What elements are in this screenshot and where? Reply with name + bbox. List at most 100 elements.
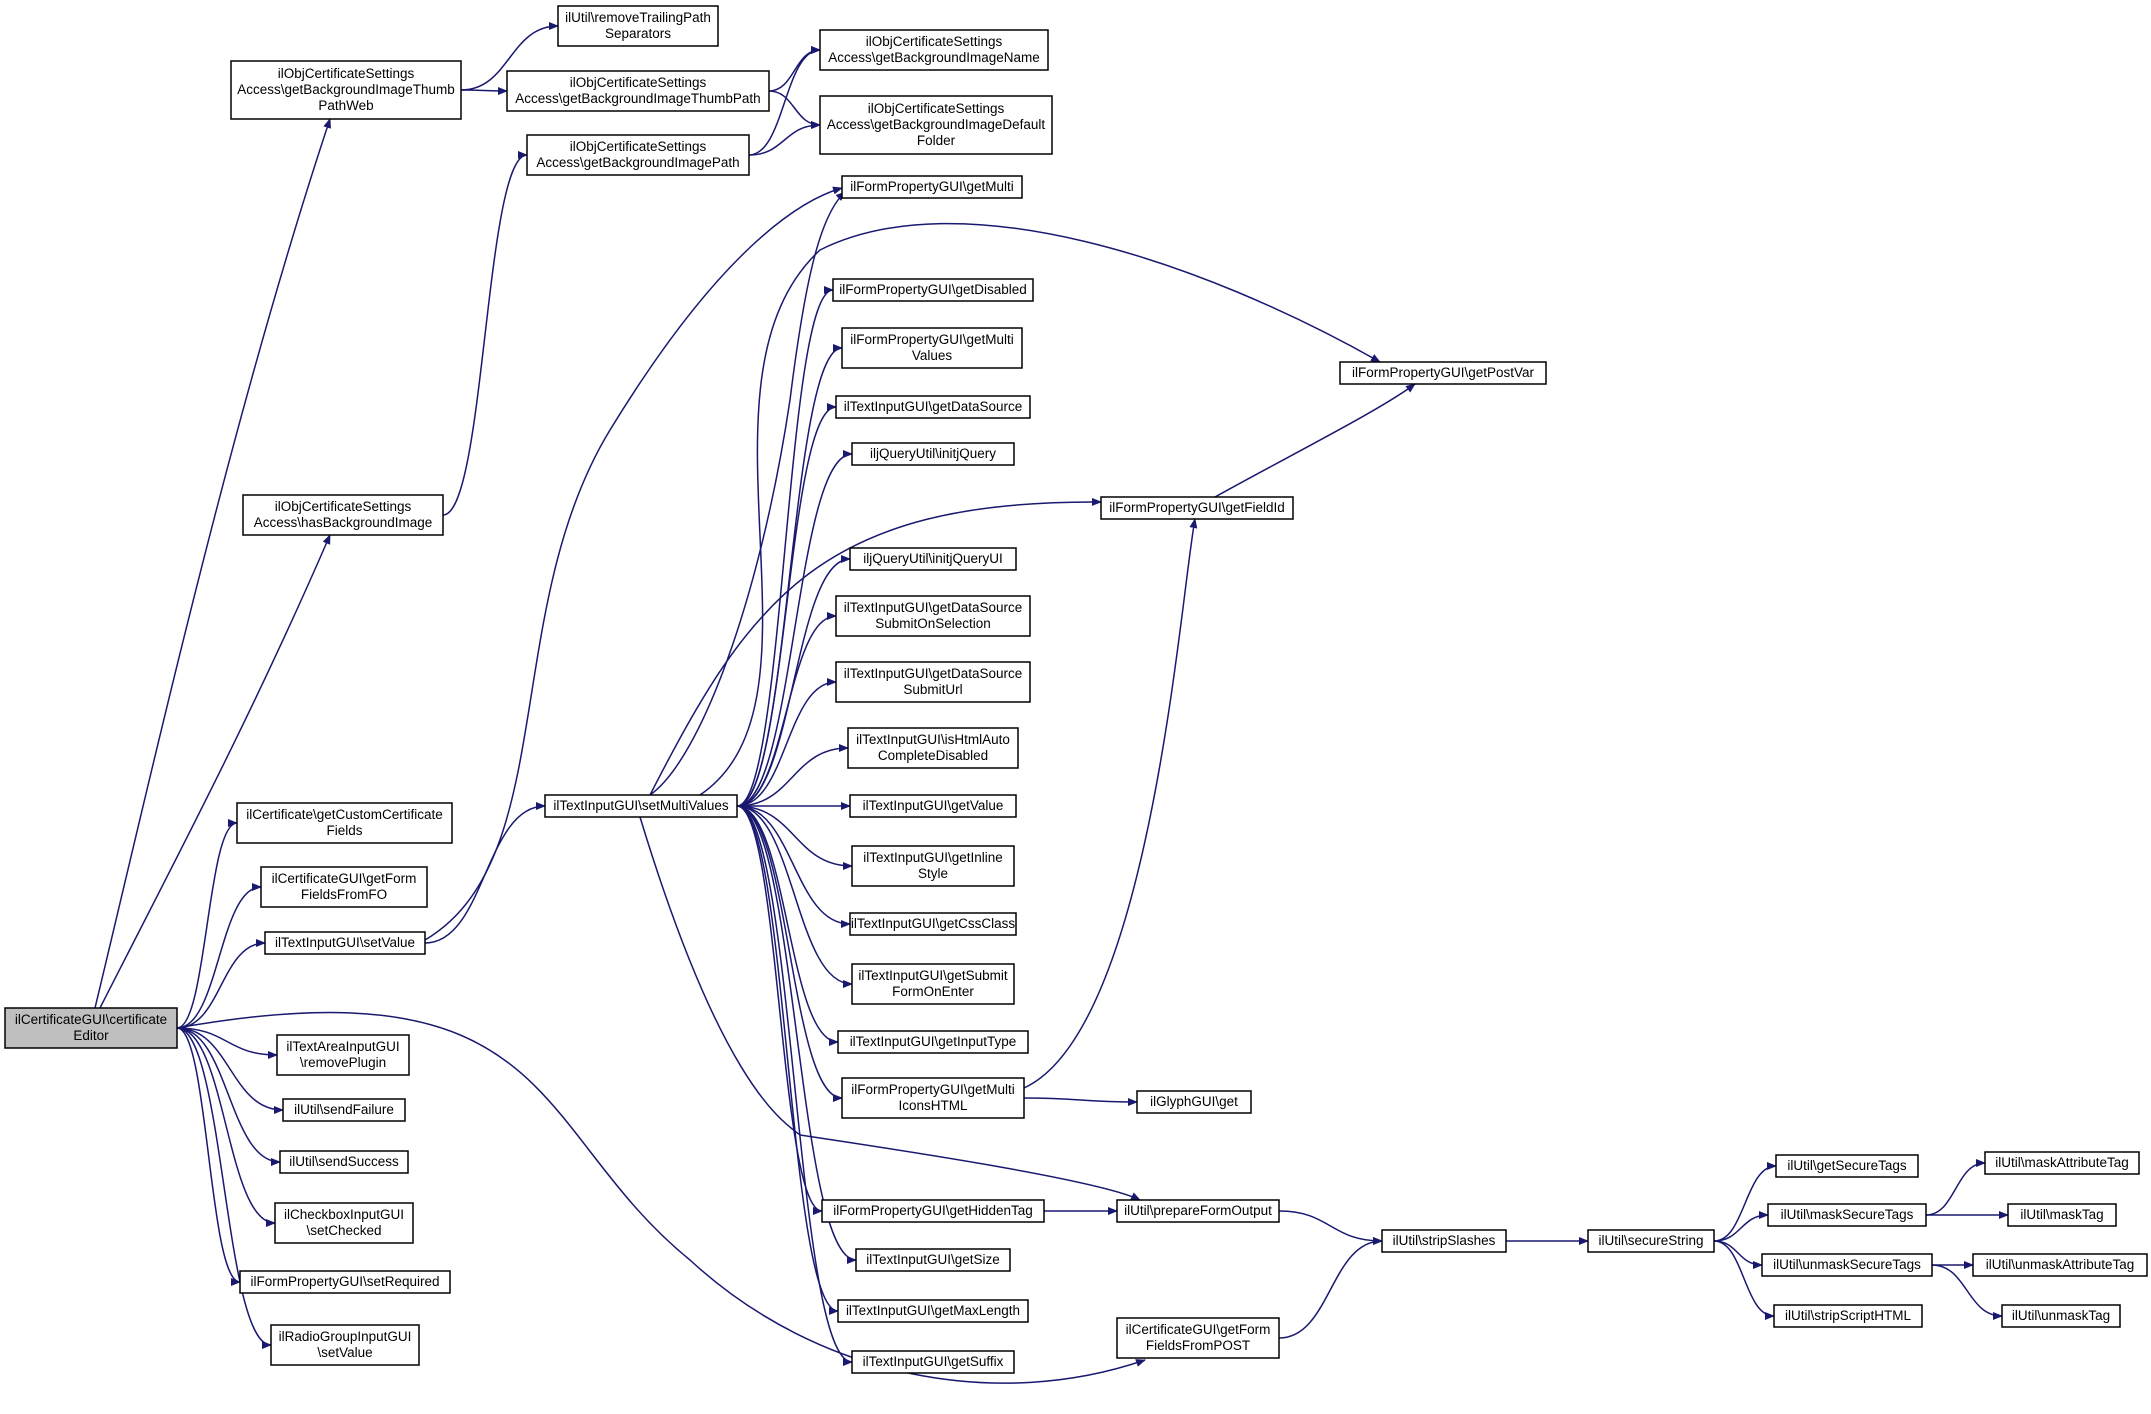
node-label: Fields <box>326 823 362 838</box>
node-label: ilObjCertificateSettings <box>868 101 1005 116</box>
edge-setMultiValues-to-getDataSource <box>736 403 837 807</box>
node-thumbPath[interactable]: ilObjCertificateSettingsAccess\getBackgr… <box>506 70 770 112</box>
node-hiddenTag[interactable]: ilFormPropertyGUI\getHiddenTag <box>821 1199 1045 1223</box>
node-unmaskSecureTags[interactable]: ilUtil\unmaskSecureTags <box>1761 1253 1933 1277</box>
node-glyphGet[interactable]: ilGlyphGUI\get <box>1136 1090 1252 1114</box>
node-label: Access\hasBackgroundImage <box>254 515 433 530</box>
edge-certificateEditor-to-taRemovePlugin <box>176 1027 278 1059</box>
node-box <box>832 278 1034 302</box>
node-radioSetValue[interactable]: ilRadioGroupInputGUI\setValue <box>270 1324 420 1366</box>
node-label: FormOnEnter <box>892 984 974 999</box>
node-sendFailure[interactable]: ilUtil\sendFailure <box>282 1098 406 1122</box>
node-box <box>260 866 428 908</box>
node-imageName[interactable]: ilObjCertificateSettingsAccess\getBackgr… <box>819 29 1049 71</box>
node-taRemovePlugin[interactable]: ilTextAreaInputGUI\removePlugin <box>276 1034 410 1076</box>
node-box <box>841 175 1023 199</box>
node-setMultiValues[interactable]: ilTextInputGUI\setMultiValues <box>544 794 738 818</box>
edge-setMultiValues-to-multiIcons <box>736 805 843 1102</box>
node-label: ilFormPropertyGUI\getHiddenTag <box>833 1203 1033 1218</box>
node-stripSlashes[interactable]: ilUtil\stripSlashes <box>1381 1229 1507 1253</box>
node-hasBackground[interactable]: ilObjCertificateSettingsAccess\hasBackgr… <box>242 494 444 536</box>
node-cbSetChecked[interactable]: ilCheckboxInputGUI\setChecked <box>274 1202 414 1244</box>
node-label: \removePlugin <box>300 1055 386 1070</box>
node-maskSecureTags[interactable]: ilUtil\maskSecureTags <box>1767 1203 1927 1227</box>
node-box <box>851 1350 1015 1374</box>
node-box <box>1761 1253 1933 1277</box>
node-label: ilObjCertificateSettings <box>278 66 415 81</box>
edge-multiIcons-to-fieldId <box>1023 518 1198 1089</box>
node-unmaskTag[interactable]: ilUtil\unmaskTag <box>2001 1304 2121 1328</box>
node-getMulti[interactable]: ilFormPropertyGUI\getMulti <box>841 175 1023 199</box>
node-fieldId[interactable]: ilFormPropertyGUI\getFieldId <box>1100 496 1294 520</box>
edge-imagePath-to-imageName <box>748 46 821 156</box>
node-getSuffix[interactable]: ilTextInputGUI\getSuffix <box>851 1350 1015 1374</box>
edge-maskSecureTags-to-maskAttributeTag <box>1925 1159 1986 1216</box>
node-unmaskAttributeTag[interactable]: ilUtil\unmaskAttributeTag <box>1972 1253 2148 1277</box>
edge-certificateEditor-to-cbSetChecked <box>176 1027 276 1227</box>
node-box <box>835 661 1031 703</box>
node-box <box>819 29 1049 71</box>
node-getDisabled[interactable]: ilFormPropertyGUI\getDisabled <box>832 278 1034 302</box>
node-getSecureTags[interactable]: ilUtil\getSecureTags <box>1775 1154 1919 1178</box>
node-label: CompleteDisabled <box>878 748 988 763</box>
node-label: ilTextInputGUI\getSuffix <box>863 1354 1004 1369</box>
node-setRequired[interactable]: ilFormPropertyGUI\setRequired <box>239 1270 451 1294</box>
node-postVar[interactable]: ilFormPropertyGUI\getPostVar <box>1339 361 1547 385</box>
node-label: \setChecked <box>306 1223 381 1238</box>
node-maxLength[interactable]: ilTextInputGUI\getMaxLength <box>837 1299 1029 1323</box>
edge-certificateEditor-to-hasBackground <box>99 534 331 1009</box>
edge-setMultiValues-to-submitOnEnter <box>736 805 853 988</box>
node-label: ilCertificateGUI\certificate <box>15 1012 167 1027</box>
node-imagePath[interactable]: ilObjCertificateSettingsAccess\getBackgr… <box>526 134 750 176</box>
node-box <box>4 1007 178 1049</box>
node-box <box>841 1077 1025 1119</box>
node-label: ilUtil\maskSecureTags <box>1781 1207 1914 1222</box>
node-label: ilCertificateGUI\getForm <box>1126 1322 1271 1337</box>
node-getSize[interactable]: ilTextInputGUI\getSize <box>855 1248 1011 1272</box>
node-stripScriptHTML[interactable]: ilUtil\stripScriptHTML <box>1773 1304 1923 1328</box>
node-htmlAutoComplete[interactable]: ilTextInputGUI\isHtmlAutoCompleteDisable… <box>847 727 1019 769</box>
node-defaultFolder[interactable]: ilObjCertificateSettingsAccess\getBackgr… <box>819 95 1053 155</box>
node-label: Folder <box>917 133 956 148</box>
node-tiGetValue[interactable]: ilTextInputGUI\getValue <box>849 794 1017 818</box>
node-prepareFormOutput[interactable]: ilUtil\prepareFormOutput <box>1116 1199 1280 1223</box>
node-sendSuccess[interactable]: ilUtil\sendSuccess <box>279 1150 409 1174</box>
node-inputType[interactable]: ilTextInputGUI\getInputType <box>837 1030 1029 1054</box>
node-getDataSource[interactable]: ilTextInputGUI\getDataSource <box>835 395 1031 419</box>
node-dsSubmitOnSel[interactable]: ilTextInputGUI\getDataSourceSubmitOnSele… <box>835 595 1031 637</box>
node-thumbPathWeb[interactable]: ilObjCertificateSettingsAccess\getBackgr… <box>230 60 462 120</box>
node-box <box>270 1324 420 1366</box>
node-label: ilObjCertificateSettings <box>275 499 412 514</box>
node-maskAttributeTag[interactable]: ilUtil\maskAttributeTag <box>1984 1151 2140 1175</box>
node-initjQuery[interactable]: iljQueryUtil\initjQuery <box>851 442 1015 466</box>
node-box <box>851 963 1015 1005</box>
node-cssClass[interactable]: ilTextInputGUI\getCssClass <box>849 912 1017 936</box>
node-label: ilUtil\sendFailure <box>294 1102 394 1117</box>
node-tiSetValue[interactable]: ilTextInputGUI\setValue <box>264 931 426 955</box>
node-label: ilTextInputGUI\getInputType <box>850 1034 1017 1049</box>
edge-hasBackground-to-imagePath <box>442 151 528 516</box>
edge-prepareFormOutput-to-stripSlashes <box>1278 1210 1383 1245</box>
node-initjQueryUI[interactable]: iljQueryUtil\initjQueryUI <box>849 547 1017 571</box>
edge-thumbPathWeb-to-removeTrailing <box>460 22 559 91</box>
node-box <box>1767 1203 1927 1227</box>
node-secureString[interactable]: ilUtil\secureString <box>1587 1229 1715 1253</box>
node-box <box>230 60 462 120</box>
node-box <box>1116 1317 1280 1359</box>
node-maskTag[interactable]: ilUtil\maskTag <box>2007 1203 2117 1227</box>
edge-imagePath-to-defaultFolder <box>748 121 821 156</box>
node-label: ilObjCertificateSettings <box>570 139 707 154</box>
node-box <box>2007 1203 2117 1227</box>
node-box <box>264 931 426 955</box>
